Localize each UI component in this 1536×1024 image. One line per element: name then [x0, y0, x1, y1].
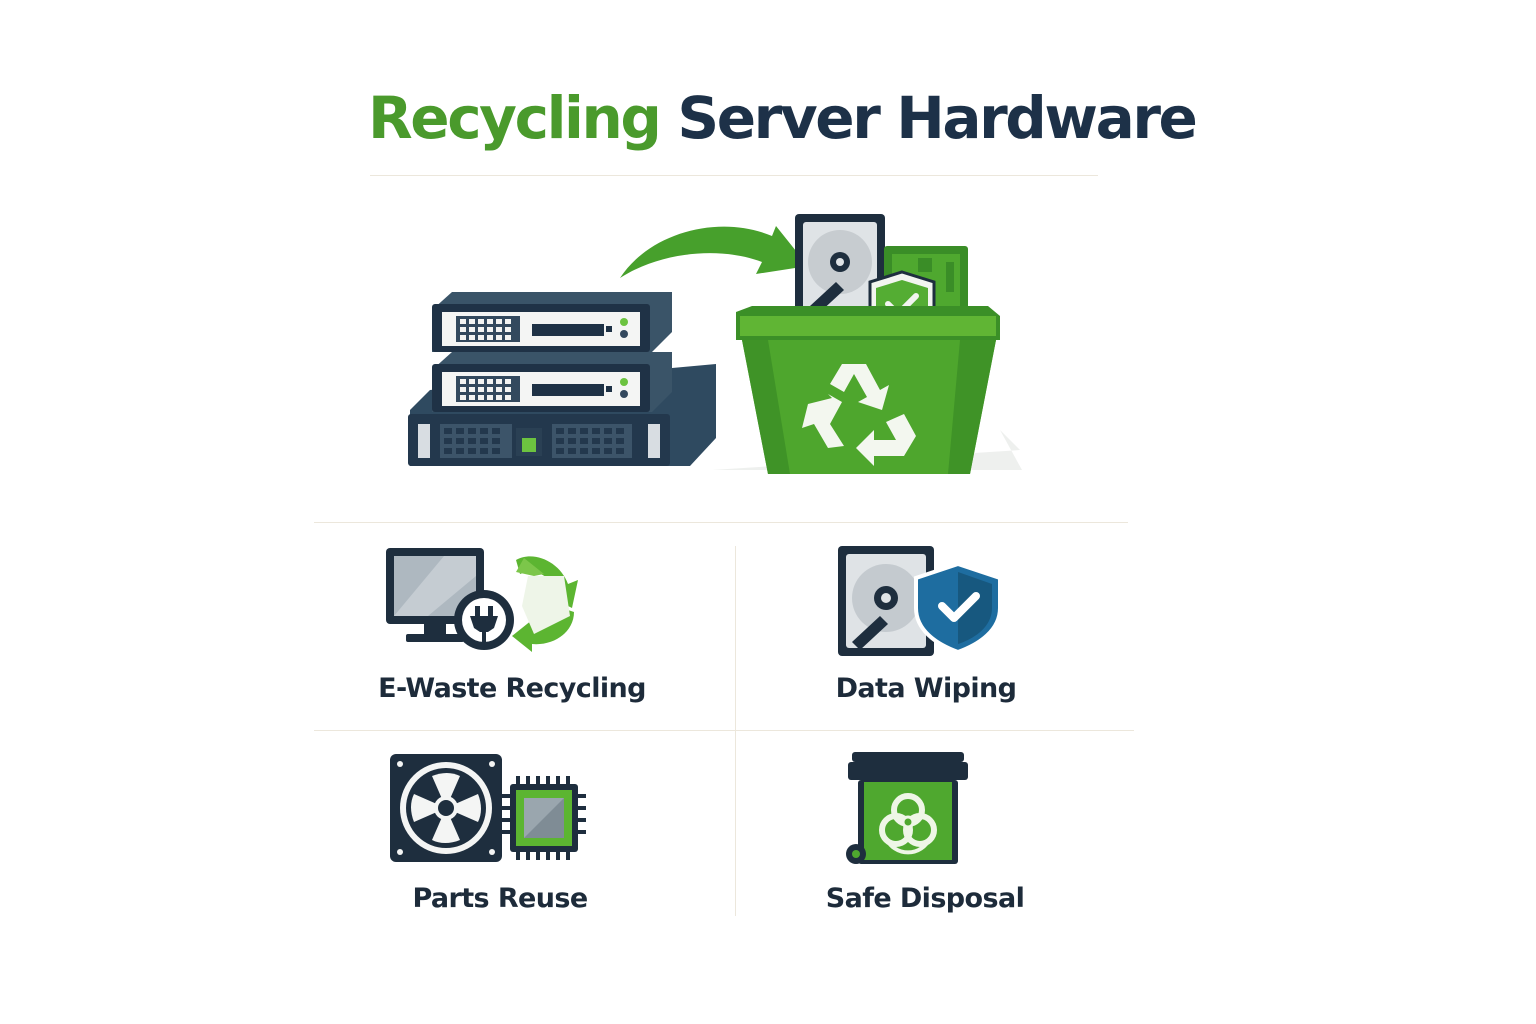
tile-label-data-wiping: Data Wiping [835, 673, 1017, 704]
tile-label-safe-disposal: Safe Disposal [825, 883, 1025, 914]
server-stack-icon [408, 292, 716, 466]
tile-label-parts-reuse: Parts Reuse [412, 883, 588, 914]
grid-divider-middle [314, 730, 1134, 731]
monitor-plug-recycle-icon [386, 548, 578, 652]
grid-divider-top [314, 522, 1128, 523]
biohazard-bin-icon [846, 752, 968, 864]
hero-illustration [408, 214, 1022, 474]
title-highlight: Recycling [368, 84, 662, 152]
recycling-bin-icon [736, 306, 1000, 474]
title-rest: Server Hardware [677, 84, 1198, 152]
grid-divider-vertical [735, 546, 736, 916]
page-title: Recycling Server Hardware [368, 80, 1198, 156]
hard-drive-shield-icon [838, 546, 1002, 656]
title-divider [370, 175, 1098, 176]
arrow-icon [620, 226, 808, 278]
fan-chip-icon [390, 754, 586, 862]
tile-label-e-waste: E-Waste Recycling [378, 673, 646, 704]
hard-drive-icon [795, 214, 885, 326]
